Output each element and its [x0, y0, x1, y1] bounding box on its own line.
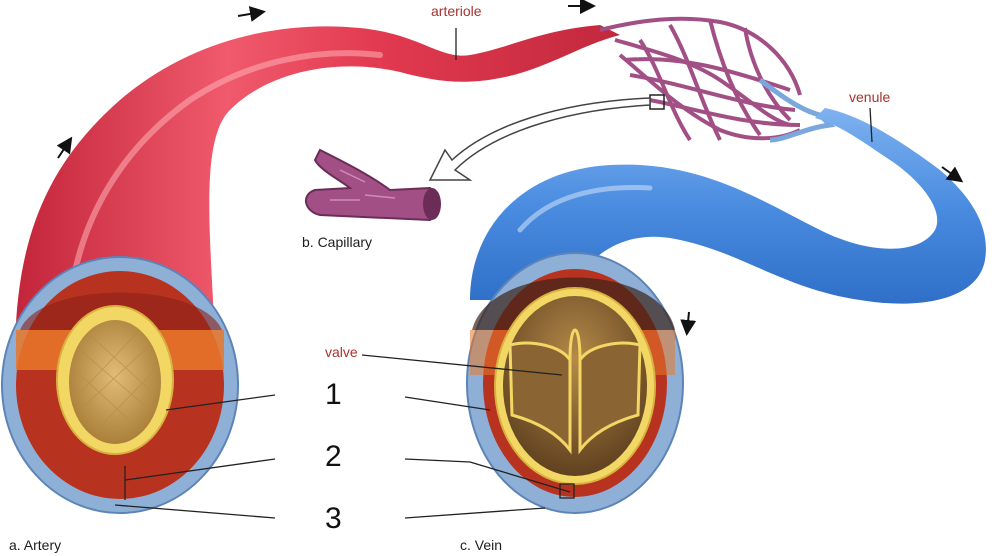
flow-arrow-artery-up [56, 136, 73, 159]
valve-center [568, 328, 582, 361]
leader-lines [114, 28, 873, 519]
vein-cross-section [466, 252, 684, 514]
layer-number-1: 1 [325, 378, 342, 411]
artery-lumen [69, 320, 161, 444]
layer-number-3: 3 [325, 502, 342, 535]
artery-highlight [67, 50, 383, 303]
flow-arrow-vein-down [680, 311, 697, 336]
valve-label: valve [325, 344, 358, 360]
valve-flap-right [578, 341, 642, 455]
vein-caption: c. Vein [460, 537, 503, 553]
artery-cross-section [1, 256, 239, 514]
vein [470, 108, 986, 304]
vein-tube [470, 108, 986, 304]
capillary-caption: b. Capillary [302, 234, 373, 250]
vein-highlight [517, 185, 653, 233]
artery-caption: a. Artery [9, 537, 62, 553]
arteriole-label: arteriole [431, 3, 482, 19]
capillary-bed [599, 16, 802, 142]
layer-number-2: 2 [325, 440, 342, 473]
flow-arrows [56, 0, 964, 336]
flow-arrow-venule [941, 166, 964, 183]
venule-label: venule [849, 89, 891, 105]
capillary-segment [305, 148, 441, 222]
valve-flap-left [508, 341, 572, 455]
flow-arrow-artery-top [237, 6, 266, 22]
zoom-arrow [428, 97, 651, 181]
vein-lumen [503, 296, 647, 476]
